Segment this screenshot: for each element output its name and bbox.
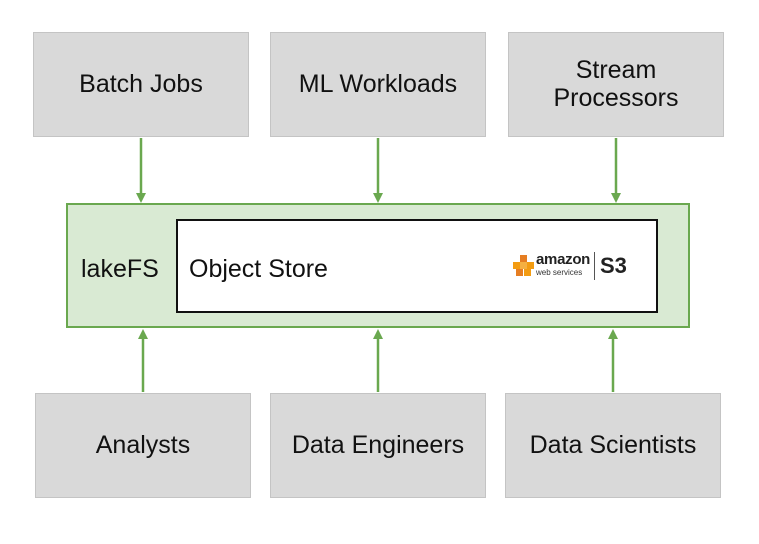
aws-cubes-icon	[513, 255, 534, 276]
ml-workloads-box: ML Workloads	[270, 32, 486, 137]
stream-processors-label: Stream Processors	[553, 56, 679, 112]
aws-brand-text: amazon	[536, 251, 591, 268]
aws-s3-logo: amazon web services S3	[512, 248, 638, 288]
analysts-box: Analysts	[35, 393, 251, 498]
s3-product-text: S3	[600, 253, 627, 278]
data-scientists-box: Data Scientists	[505, 393, 721, 498]
batch-jobs-box: Batch Jobs	[33, 32, 249, 137]
object-store-box	[176, 219, 658, 313]
object-store-label: Object Store	[189, 255, 328, 283]
aws-subtext: web services	[536, 268, 583, 277]
lakefs-label: lakeFS	[81, 255, 159, 283]
data-engineers-box: Data Engineers	[270, 393, 486, 498]
logo-divider	[594, 252, 595, 280]
stream-processors-box: Stream Processors	[508, 32, 724, 137]
